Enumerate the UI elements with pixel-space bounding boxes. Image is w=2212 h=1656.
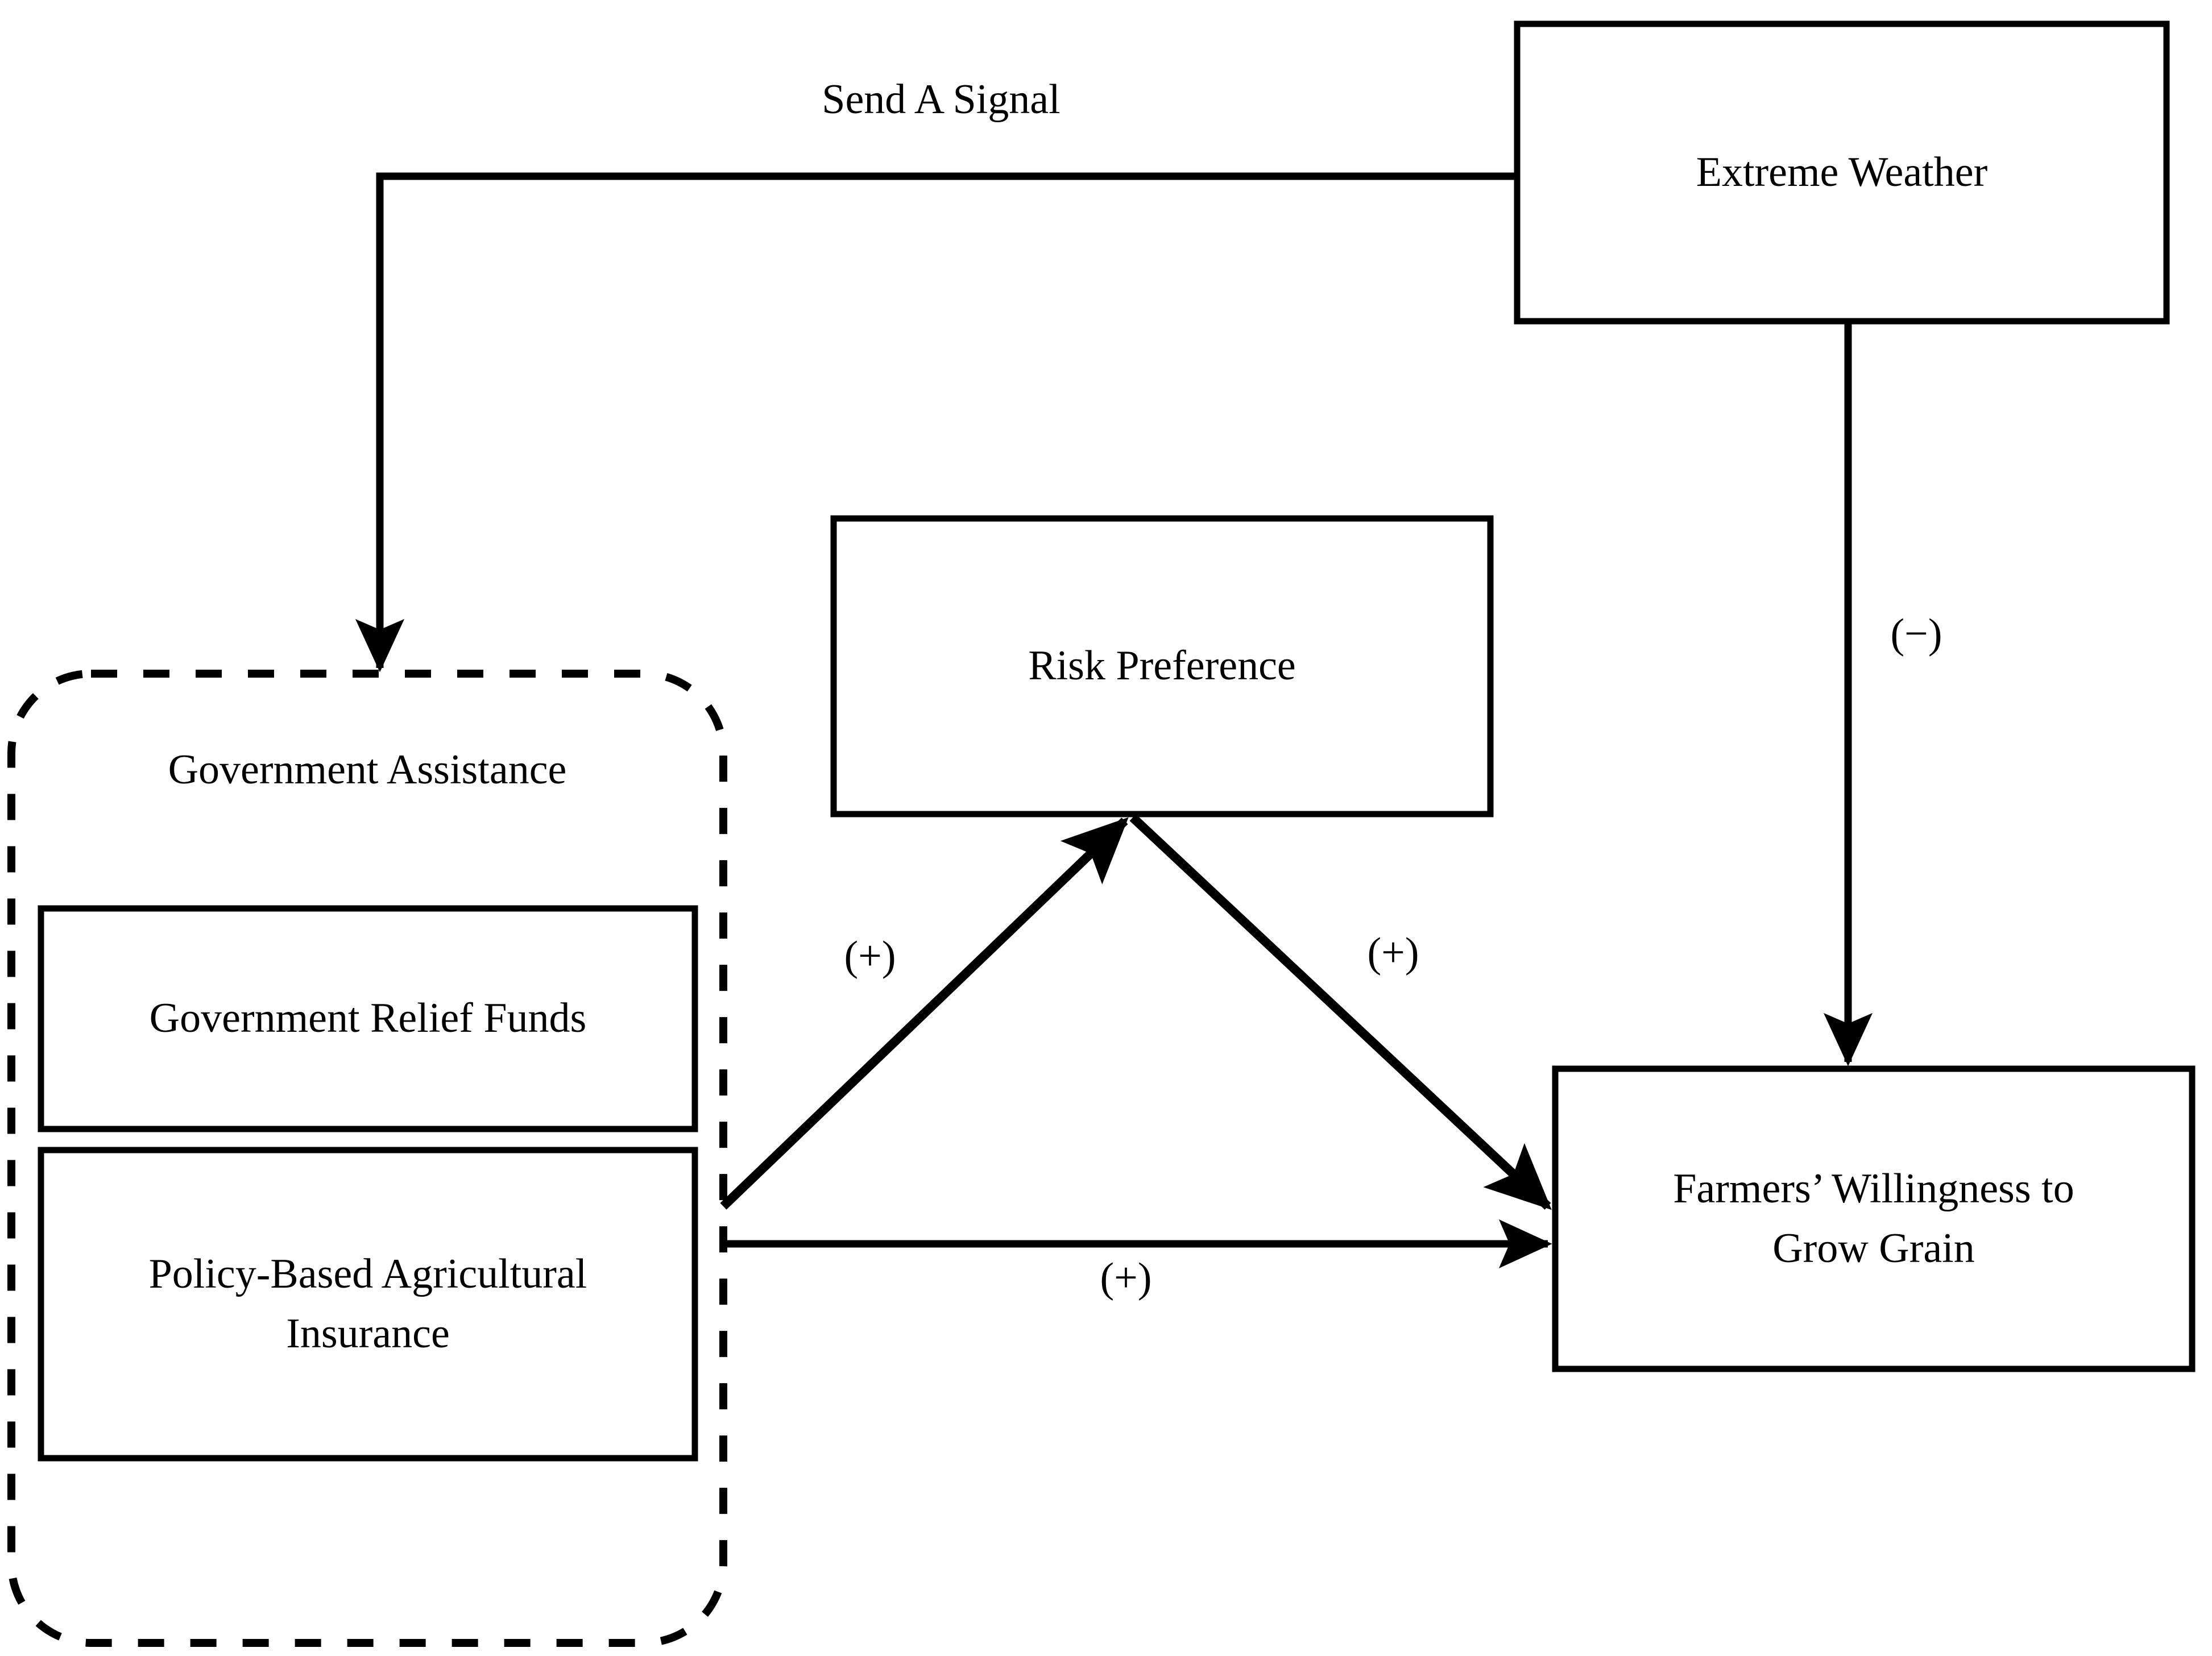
edge-risk-to-willingness <box>1129 814 1552 1210</box>
node-box-policy-based-agricultural-insurance <box>38 1147 698 1462</box>
edge-weather-to-assistance <box>355 172 1517 673</box>
edge-sign-weather-to-willingness: (−) <box>1890 610 1942 657</box>
edge-caption-send-a-signal: Send A Signal <box>822 76 1061 123</box>
node-box-extreme-weather <box>1514 20 2170 325</box>
node-box-government-relief-funds <box>38 905 698 1132</box>
edge-assistance-to-risk <box>720 817 1129 1210</box>
node-box-government-assistance <box>7 670 727 1647</box>
edge-sign-risk-to-willingness: (+) <box>1367 929 1419 976</box>
edge-sign-assistance-to-risk: (+) <box>844 932 896 980</box>
node-box-risk-preference <box>830 515 1494 817</box>
node-box-farmers-willingness <box>1552 1065 2196 1372</box>
edge-sign-assistance-to-willingness: (+) <box>1100 1254 1152 1301</box>
